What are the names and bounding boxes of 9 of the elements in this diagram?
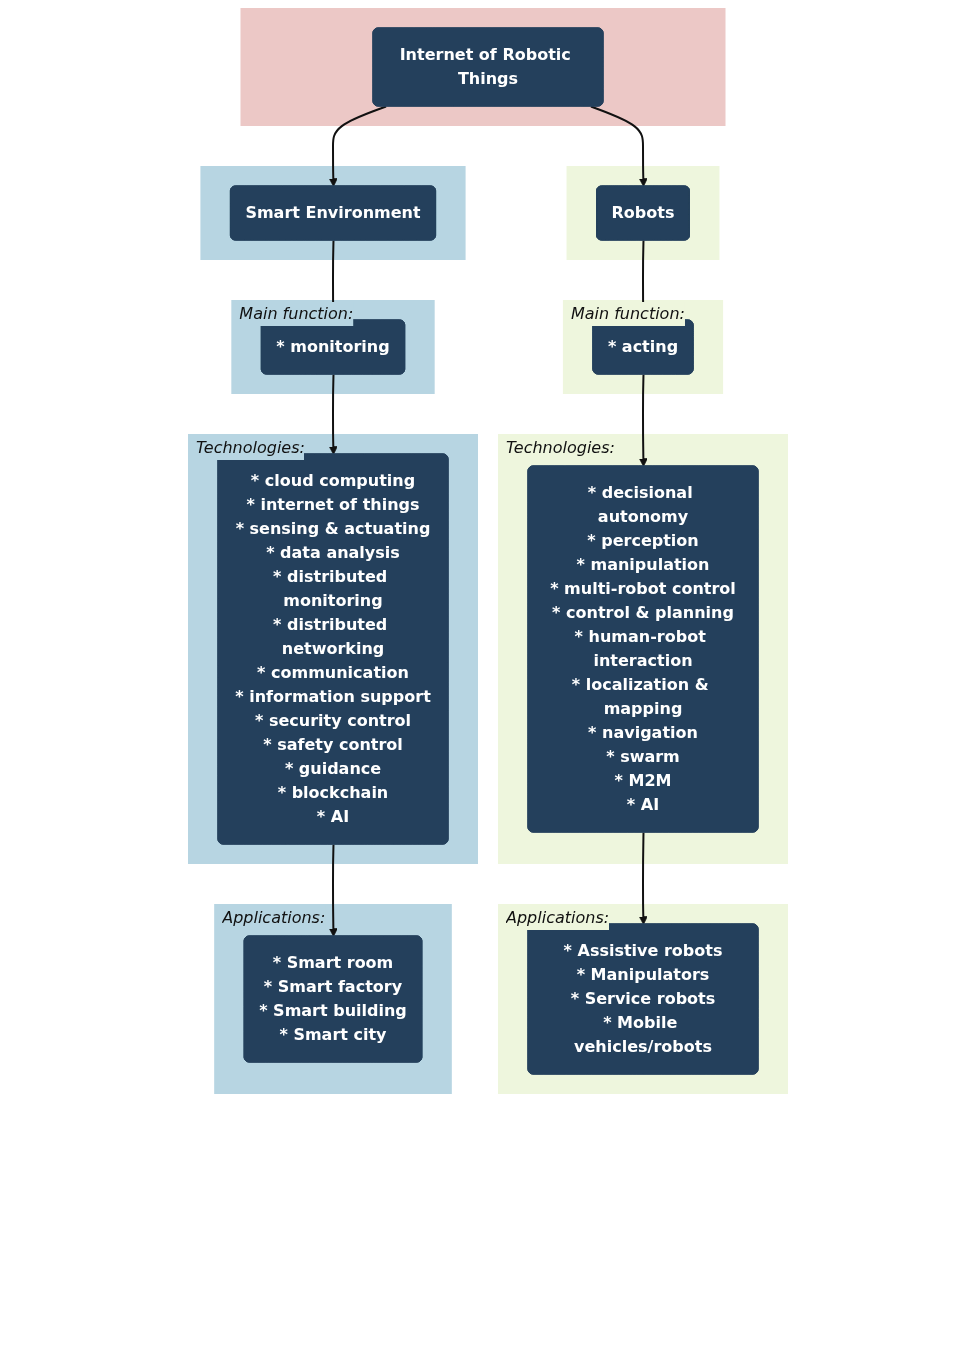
arrow bbox=[638, 373, 648, 467]
cluster bbox=[240, 8, 725, 126]
cluster bbox=[566, 166, 719, 260]
arrow bbox=[328, 373, 338, 455]
arrow bbox=[638, 831, 648, 925]
arrow bbox=[328, 843, 338, 937]
cluster bbox=[199, 166, 466, 260]
arrow bbox=[589, 105, 648, 187]
arrow bbox=[328, 105, 387, 187]
